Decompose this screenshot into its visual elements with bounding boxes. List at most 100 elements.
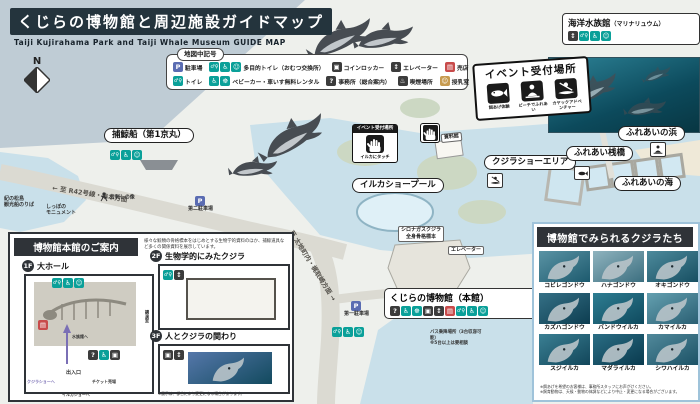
shore-icons: ♂♀♿☺ — [332, 327, 365, 337]
dolphin-photo-art — [601, 339, 633, 363]
whale-cell-6: カマイルカ — [647, 292, 698, 333]
floor-1f-plan: ♂♀♿☺ ▤ ?♿▣ 講演室 水族館へ 出入口 チケット売場 クジラショーへ — [24, 274, 154, 394]
label-fureai-sea: ふれあいの海 — [614, 176, 682, 191]
whales-panel-notes: ※餌あげを希望のお客様は、事務所スタッフにお声がけください。 ※飼育動物は、天候… — [540, 384, 680, 395]
label-kinomatsushima: 紀の松島 観光船のりば — [4, 196, 35, 209]
legend-item-toilet: ♂♀ トイレ — [173, 76, 202, 86]
floor-guide-footnote: ※展示は、都合により変更になる場合があります。 — [158, 391, 245, 396]
label-dolphin-pool: イルカショープール — [352, 178, 444, 193]
label-elevator: エレベーター — [448, 246, 485, 255]
museum-icons: ?♿☸▣↕▤♂♀♿☺ — [390, 306, 700, 316]
legend-item-rental: ♿☸ ベビーカー・車いす無料レンタル — [209, 76, 319, 86]
whale-cell-7: スジイルカ — [539, 334, 590, 374]
dolphin-photo-art — [547, 339, 579, 363]
map-title: くじらの博物館と周辺施設ガイドマップ — [10, 8, 333, 35]
to-whale-show-label: クジラショーへ — [27, 379, 55, 384]
label-fureai-pier: ふれあい桟橋 — [566, 146, 634, 161]
route-arrow — [63, 324, 71, 364]
legend-item-smoking: ♨ 喫煙場所 — [397, 76, 433, 86]
shop-icon: ▤ — [444, 62, 455, 72]
toilet-icon: ♂♀ — [173, 76, 183, 86]
map-title-en: Taiji Kujirahama Park and Taiji Whale Mu… — [14, 38, 286, 47]
legend-item-nursing: ☺ 授乳室 — [439, 76, 469, 86]
dolphin-photo-art — [655, 297, 687, 322]
event-item-kayak: カヤックアドベンチャー — [550, 77, 582, 111]
compass: N — [22, 56, 52, 97]
event-item-feeding: 餌あげ体験 — [483, 82, 515, 115]
legend-item-shop: ▤ 売店 — [444, 62, 469, 72]
accessible-icon: ♿ — [99, 350, 109, 360]
whales-panel-title: 博物館でみられるクジラたち — [537, 227, 693, 247]
toilet-icon: ♂♀ — [209, 62, 220, 72]
label-hazashi-statue: 刃刺しの像 — [100, 192, 135, 202]
hand-icon — [422, 125, 438, 141]
whale-name: ハナゴンドウ — [601, 283, 636, 289]
whale-grid: コビレゴンドウ ハナゴンドウ オキゴンドウ カズハゴンドウ バンドウイルカ カマ… — [539, 251, 698, 374]
whale-name: スジイルカ — [550, 366, 579, 373]
event-reception-box: イベント受付場所 餌あげ体験 ビーチでふれあい カヤックアドベンチャー — [472, 56, 592, 122]
whale-name: マダライルカ — [601, 366, 636, 373]
whale-mural — [188, 352, 272, 384]
floor-3f-heading: 3F 人とクジラの関わり — [150, 330, 237, 342]
toilet-icon: ♂♀ — [579, 31, 589, 41]
info-icon: ? — [326, 76, 337, 86]
event-item-beach: ビーチでふれあい — [517, 80, 549, 113]
baby-icon: ☺ — [601, 31, 611, 41]
accessible-icon: ♿ — [401, 306, 411, 316]
accessible-icon: ♿ — [209, 76, 220, 86]
baby-icon: ☺ — [354, 327, 364, 337]
legend-row-2: ♂♀ トイレ ♿☸ ベビーカー・車いす無料レンタル ? 事務所（総合案内） ♨ … — [173, 76, 469, 86]
toilet-icon: ♂♀ — [110, 150, 120, 160]
plan-3f-icons: ▣↕ — [163, 350, 185, 360]
whale-cell-1: コビレゴンドウ — [539, 251, 590, 291]
locker-icon: ▣ — [423, 306, 433, 316]
whale-photo — [593, 251, 644, 282]
event-items: 餌あげ体験 ビーチでふれあい カヤックアドベンチャー — [480, 77, 586, 115]
info-icon: ? — [390, 306, 400, 316]
legend-item-label: 売店 — [456, 65, 469, 72]
elevator-icon: ↕ — [434, 306, 444, 316]
shop-icon: ▤ — [38, 320, 48, 330]
baby-icon: ☺ — [132, 150, 142, 160]
shop-icon: ▤ — [445, 306, 455, 316]
baby-icon: ☺ — [231, 62, 242, 72]
toilet-icon: ♂♀ — [456, 306, 466, 316]
hall-area — [34, 282, 136, 346]
hand-marker — [420, 123, 440, 143]
whale-photo — [647, 251, 698, 282]
toilet-icon: ♂♀ — [332, 327, 342, 337]
entrance-label: 出入口 — [66, 370, 82, 376]
toilet-icon: ♂♀ — [163, 270, 173, 280]
event-touch-title: イベント受付場所 — [353, 125, 397, 133]
whale-photo — [593, 292, 644, 324]
floor-1f-heading: 1F 大ホール — [22, 260, 69, 272]
lecture-room-label: 講演室 — [145, 310, 150, 323]
legend-title: 地図中記号 — [177, 48, 224, 62]
museum-main-title: くじらの博物館（本館） — [390, 294, 490, 304]
dolphin-photo-art — [601, 255, 633, 280]
hand-icon — [366, 134, 384, 153]
dolphins-photo-mid — [226, 110, 329, 180]
accessible-icon: ♿ — [220, 62, 231, 72]
whale-photo — [593, 334, 644, 366]
whale-photo — [539, 251, 590, 282]
fish-icon — [577, 170, 588, 176]
page-title: くじらの博物館と周辺施設ガイドマップ Taiji Kujirahama Park… — [10, 8, 333, 47]
floor-guide-title: 博物館本館のご案内 — [14, 238, 138, 256]
toilet-icon: ♂♀ — [52, 278, 62, 288]
to-dolphin-show-label: イルカショーへ — [62, 392, 90, 397]
whale-photo — [539, 292, 590, 324]
plan-toilet-icons: ♂♀♿☺ — [52, 278, 85, 288]
whale-cell-3: オキゴンドウ — [647, 251, 698, 291]
baby-icon: ☺ — [74, 278, 84, 288]
locker-icon: ▣ — [110, 350, 120, 360]
whale-skeleton-art — [43, 298, 127, 320]
parking-1: P 第一駐車場 — [344, 301, 369, 317]
parking-icon: P — [351, 301, 361, 311]
whale-name: カズハゴンドウ — [544, 324, 585, 331]
floor-3f-plan: ▣↕ — [158, 344, 290, 394]
elevator-icon: ↕ — [391, 62, 402, 72]
legend-item-elevator: ↕ エレベーター — [391, 62, 438, 72]
map-legend: 地図中記号 P 駐車場 ♂♀♿☺ 多目的トイレ（おむつ交換所） ▣ コインロッカ… — [166, 48, 469, 90]
whale-name: シワハイルカ — [655, 366, 690, 373]
